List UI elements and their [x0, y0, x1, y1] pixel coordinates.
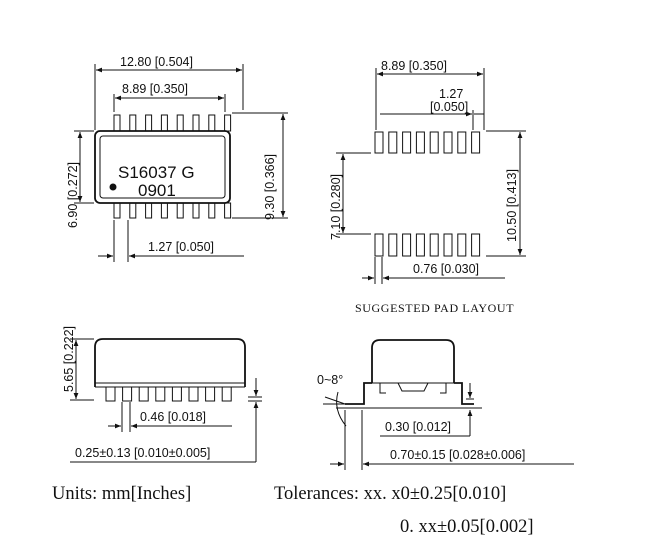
pad-lower: [457, 233, 467, 257]
side-lead: [122, 386, 133, 402]
tolerance-line-2: 0. xx±0.05[0.002]: [400, 517, 533, 537]
side-lead: [171, 386, 182, 402]
pad-upper: [374, 131, 384, 154]
top-pin: [208, 114, 216, 132]
pad-lower: [415, 233, 425, 257]
overall-width-label: 9.30 [0.366]: [263, 154, 277, 220]
angle-arc: [336, 391, 347, 427]
pad-layout-view: 8.89 [0.350] 1.27 [0.050] 7.10 [0.280] 1…: [329, 59, 526, 315]
top-pin: [160, 114, 168, 132]
pad-upper: [415, 131, 425, 154]
package-height-label: 5.65 [0.222]: [62, 326, 76, 392]
pad-width-label: 0.76 [0.030]: [413, 262, 479, 276]
pad-lower: [374, 233, 384, 257]
lead-thickness-label: 0.30 [0.012]: [385, 420, 451, 434]
end-lead-left: [345, 382, 372, 405]
bottom-pin: [113, 202, 121, 219]
bottom-pin: [160, 202, 168, 219]
pad-upper: [443, 131, 453, 154]
pad-upper: [429, 131, 439, 154]
bottom-pin: [145, 202, 153, 219]
pads-lower-row: [374, 233, 481, 257]
side-view-leads: [105, 386, 232, 402]
pad-row-span-label: 8.89 [0.350]: [381, 59, 447, 73]
pad-outer-span-label: 10.50 [0.413]: [505, 169, 519, 242]
package-body-inner: [99, 135, 226, 199]
pad-upper: [388, 131, 398, 154]
bottom-pin: [129, 202, 137, 219]
side-lead: [205, 386, 216, 402]
pad-pitch-inch: [0.050]: [430, 100, 468, 114]
pin-row-span-label: 8.89 [0.350]: [122, 82, 188, 96]
top-pin: [192, 114, 200, 132]
bottom-pin: [176, 202, 184, 219]
marking-line-2: 0901: [138, 181, 176, 200]
side-lead: [155, 386, 166, 402]
top-view-pins-lower: [113, 202, 232, 219]
side-lead: [105, 386, 116, 402]
tolerance-footer: Units: mm[Inches] Tolerances: xx. x0±0.2…: [52, 484, 533, 537]
pad-upper: [471, 131, 481, 154]
pad-pitch-value: 1.27: [439, 87, 463, 101]
side-lead: [138, 386, 149, 402]
pad-lower: [388, 233, 398, 257]
lead-width-label: 0.46 [0.018]: [140, 410, 206, 424]
side-view: 5.65 [0.222] 0.46 [0.018] 0.25±0.13 [0.0…: [62, 326, 262, 463]
top-pin: [145, 114, 153, 132]
top-pin: [176, 114, 184, 132]
tolerance-line-1: Tolerances: xx. x0±0.25[0.010]: [274, 484, 506, 504]
bottom-pin: [224, 202, 232, 219]
pad-lower: [443, 233, 453, 257]
top-pin: [113, 114, 121, 132]
pad-lower: [402, 233, 412, 257]
units-note: Units: mm[Inches]: [52, 484, 191, 504]
lead-angle-label: 0~8°: [317, 373, 343, 387]
standoff-label: 0.25±0.13 [0.010±0.005]: [75, 446, 210, 460]
pads-upper-row: [374, 131, 481, 154]
side-lead: [221, 386, 232, 402]
pin1-indicator-dot: [109, 183, 117, 191]
pad-inner-gap-label: 7.10 [0.280]: [329, 174, 343, 240]
overall-length-label: 12.80 [0.504]: [120, 55, 193, 69]
top-view-pins-upper: [113, 114, 232, 132]
pad-lower: [471, 233, 481, 257]
pad-layout-caption: SUGGESTED PAD LAYOUT: [355, 301, 514, 315]
body-width-label: 6.90 [0.272]: [66, 162, 80, 228]
end-body-outline: [371, 339, 455, 383]
pad-upper: [457, 131, 467, 154]
side-body-outline: [94, 338, 246, 387]
top-pin: [129, 114, 137, 132]
bottom-pin: [208, 202, 216, 219]
side-lead: [188, 386, 199, 402]
top-pin: [224, 114, 232, 132]
end-view: 0~8° 0.30 [0.012] 0.70±0.15 [0.028±0.006…: [317, 339, 574, 470]
pad-lower: [429, 233, 439, 257]
pin-pitch-label: 1.27 [0.050]: [148, 240, 214, 254]
end-lead-right: [454, 382, 474, 405]
pad-upper: [402, 131, 412, 154]
bottom-pin: [192, 202, 200, 219]
foot-length-label: 0.70±0.15 [0.028±0.006]: [390, 448, 525, 462]
marking-line-1: S16037 G: [118, 163, 195, 182]
top-view: S16037 G 0901 12.80 [0.504] 8.89 [0.350]…: [66, 55, 288, 262]
